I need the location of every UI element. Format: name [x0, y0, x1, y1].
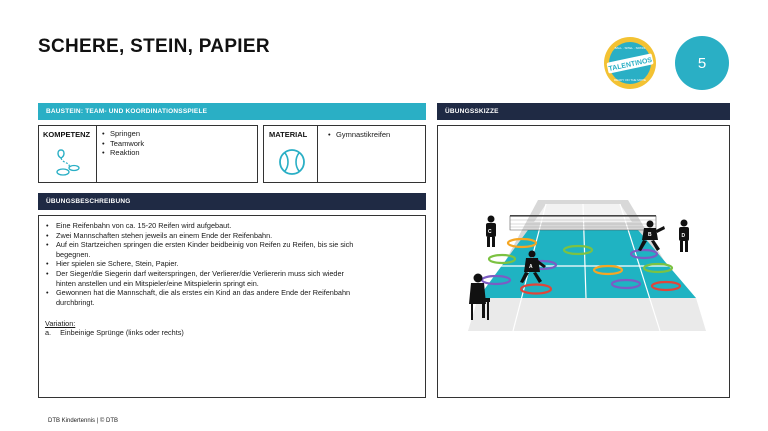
kompetenz-item: Reaktion	[102, 148, 144, 158]
player-a	[520, 250, 546, 283]
player-c	[486, 215, 496, 247]
player-label-c: C	[488, 229, 492, 235]
beschreibung-list: Eine Reifenbahn von ca. 15-20 Reifen wir…	[45, 221, 363, 307]
beschreibung-bar: ÜBUNGSBESCHREIBUNG	[38, 193, 426, 210]
beschreibung-item: Eine Reifenbahn von ca. 15-20 Reifen wir…	[45, 221, 363, 231]
material-box: MATERIAL Gymnastikreifen	[263, 125, 426, 183]
page-title: SCHERE, STEIN, PAPIER	[38, 36, 270, 57]
court-front-zone	[468, 298, 706, 331]
beschreibung-item: Zwei Mannschaften stehen jeweils an eine…	[45, 231, 363, 241]
kompetenz-label-cell: KOMPETENZ	[39, 126, 97, 182]
skizze-box: C A B D	[437, 125, 730, 398]
footer-text: DTB Kindertennis | © DTB	[48, 418, 119, 424]
court-sketch: C A B D	[468, 200, 706, 332]
logo-tagline-bottom: READY ON THE MOVE	[614, 78, 646, 82]
tennis-ball-icon	[279, 149, 305, 175]
coach-on-chair	[469, 273, 490, 320]
logo-tagline-top: BALL · SPIEL · SPASS	[615, 46, 646, 50]
player-b	[638, 220, 665, 251]
net-mesh	[510, 219, 656, 228]
beschreibung-item: Auf ein Startzeichen springen die ersten…	[45, 240, 363, 259]
kompetenz-box: KOMPETENZ Springen Teamwork Reaktion	[38, 125, 258, 183]
material-list: Gymnastikreifen	[328, 130, 390, 140]
variation-item: a. Einbeinige Sprünge (links oder rechts…	[45, 328, 184, 337]
net-top-band	[510, 215, 656, 217]
player-label-b: B	[648, 232, 652, 238]
variation-item-text: Einbeinige Sprünge (links oder rechts)	[60, 328, 184, 337]
kompetenz-item: Springen	[102, 129, 144, 139]
kompetenz-label: KOMPETENZ	[43, 130, 91, 139]
kompetenz-list: Springen Teamwork Reaktion	[102, 129, 144, 158]
player-label-d: D	[682, 233, 686, 239]
beschreibung-item: Gewonnen hat die Mannschaft, die als ers…	[45, 288, 363, 307]
variation-label: Variation:	[45, 319, 76, 328]
beschreibung-item: Der Sieger/die Siegerin darf weitersprin…	[45, 269, 363, 288]
material-label: MATERIAL	[269, 130, 308, 139]
talentinos-logo: TALENTINOS BALL · SPIEL · SPASS READY ON…	[604, 37, 656, 89]
beschreibung-item: Hier spielen sie Schere, Stein, Papier.	[45, 259, 363, 269]
skizze-bar: ÜBUNGSSKIZZE	[437, 103, 730, 120]
baustein-bar: BAUSTEIN: TEAM- UND KOORDINATIONSSPIELE	[38, 103, 426, 120]
material-item: Gymnastikreifen	[328, 130, 390, 140]
player-label-a: A	[529, 264, 533, 270]
player-d	[679, 219, 689, 252]
beschreibung-box: Eine Reifenbahn von ca. 15-20 Reifen wir…	[38, 215, 426, 398]
variation-item-prefix: a.	[45, 328, 52, 337]
page-number-badge: 5	[675, 36, 729, 90]
kompetenz-item: Teamwork	[102, 139, 144, 149]
material-label-cell: MATERIAL	[264, 126, 318, 182]
hopping-path-icon	[56, 149, 80, 176]
